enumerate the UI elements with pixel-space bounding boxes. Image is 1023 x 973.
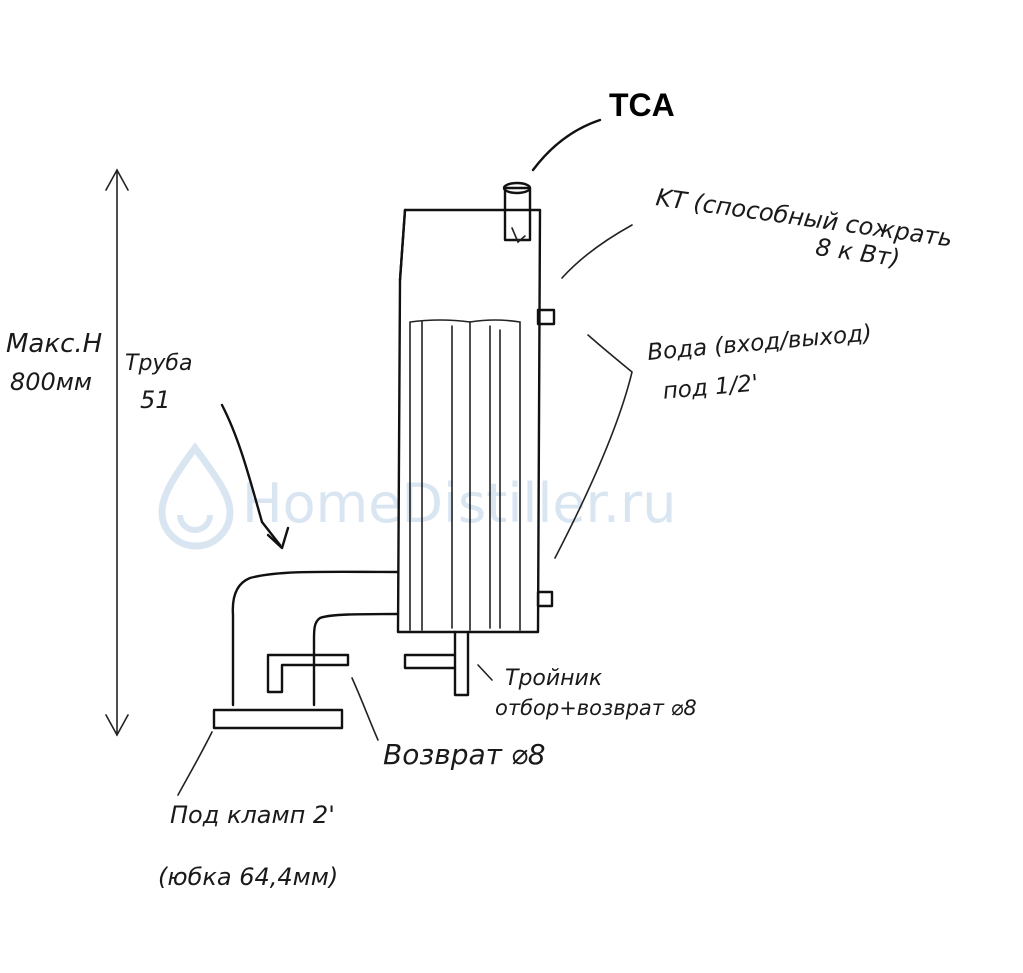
clamp-flange	[212, 708, 344, 730]
column-body	[396, 208, 556, 634]
watermark-text: HomeDistiller.ru	[242, 472, 676, 535]
label-tca: TCA	[609, 87, 675, 123]
drop-logo-icon	[158, 442, 234, 550]
label-height-line1: Макс.Н	[6, 329, 102, 359]
label-voda: Вода (вход/выход) под 1/2'	[646, 320, 873, 405]
label-height-line2: 800мм	[10, 368, 92, 396]
label-kt-line1: KT (способный сожрать	[654, 183, 954, 252]
label-pipe-line2: 51	[140, 386, 171, 414]
leader-lines	[177, 224, 633, 796]
label-voda-line1: Вода (вход/выход)	[646, 320, 873, 366]
label-return: Возврат ⌀8	[383, 738, 546, 771]
tca-pipe	[502, 118, 602, 244]
pipe-51-bend	[231, 570, 400, 707]
label-voda-line2: под 1/2'	[662, 371, 760, 405]
label-clamp-line1: Под кламп 2'	[170, 801, 335, 829]
label-kt: KT (способный сожрать 8 к Вт)	[654, 183, 954, 272]
watermark: HomeDistiller.ru	[158, 442, 676, 550]
return-fitting	[266, 653, 350, 694]
label-pipe-line1: Труба	[125, 351, 192, 376]
tee-fitting	[403, 630, 470, 697]
height-arrow	[105, 168, 129, 737]
label-clamp-line2: (юбка 64,4мм)	[158, 863, 338, 891]
label-tee-line2: отбор+возврат ⌀8	[495, 696, 697, 720]
label-tee-line1: Тройник	[505, 666, 603, 691]
